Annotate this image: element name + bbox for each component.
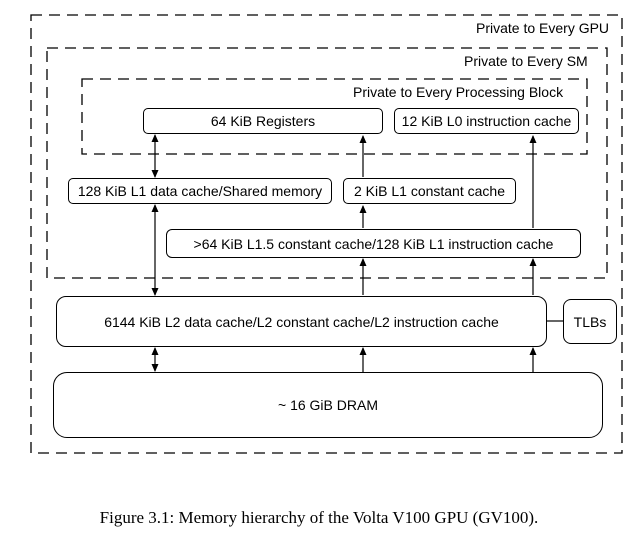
l1-const-cache-box: 2 KiB L1 constant cache	[343, 178, 516, 204]
l15-cache-box: >64 KiB L1.5 constant cache/128 KiB L1 i…	[166, 229, 581, 258]
sm-region-border	[46, 47, 608, 279]
l0-icache-box: 12 KiB L0 instruction cache	[394, 108, 579, 134]
gpu-region-label: Private to Every GPU	[476, 20, 610, 36]
dram-box: ~ 16 GiB DRAM	[53, 372, 603, 438]
registers-label: 64 KiB Registers	[210, 113, 316, 129]
sm-region-label: Private to Every SM	[464, 53, 588, 69]
l1-data-cache-label: 128 KiB L1 data cache/Shared memory	[77, 183, 323, 199]
registers-box: 64 KiB Registers	[143, 108, 383, 134]
tlbs-label: TLBs	[573, 313, 607, 330]
l2-cache-box: 6144 KiB L2 data cache/L2 constant cache…	[56, 296, 547, 347]
figure-caption: Figure 3.1: Memory hierarchy of the Volt…	[99, 508, 539, 527]
l15-cache-label: >64 KiB L1.5 constant cache/128 KiB L1 i…	[193, 235, 554, 252]
l0-icache-label: 12 KiB L0 instruction cache	[401, 113, 572, 129]
l1-const-cache-label: 2 KiB L1 constant cache	[354, 183, 505, 199]
l2-cache-label: 6144 KiB L2 data cache/L2 constant cache…	[104, 313, 499, 330]
pb-region-border	[81, 78, 588, 155]
l1-data-cache-box: 128 KiB L1 data cache/Shared memory	[68, 178, 332, 204]
pb-region-label: Private to Every Processing Block	[353, 84, 564, 100]
gpu-region-border	[30, 14, 623, 454]
dram-label: ~ 16 GiB DRAM	[278, 397, 378, 413]
tlbs-box: TLBs	[563, 299, 617, 344]
